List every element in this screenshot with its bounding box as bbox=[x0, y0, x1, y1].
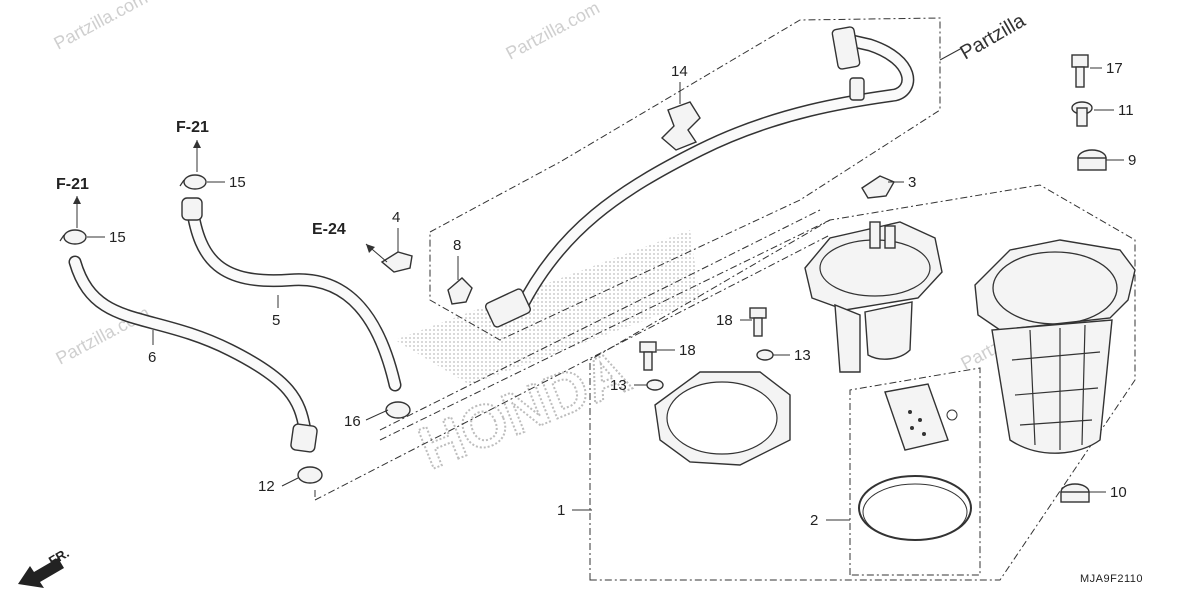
watermark-brand: Partzilla bbox=[957, 9, 1030, 64]
clamp-15-lower bbox=[59, 229, 87, 245]
clip-8 bbox=[447, 277, 473, 305]
watermark-text: Partzilla.com bbox=[50, 0, 150, 54]
hose-6 bbox=[68, 255, 318, 453]
diagram-code: MJA9F2110 bbox=[1080, 573, 1143, 585]
ref-e24[interactable]: E-24 bbox=[312, 221, 346, 238]
callout-10: 10 bbox=[1110, 484, 1127, 501]
callout-17: 17 bbox=[1106, 60, 1123, 77]
callout-13b: 13 bbox=[794, 347, 811, 364]
washer-13a bbox=[646, 379, 664, 391]
clip-4 bbox=[380, 251, 413, 273]
callout-8: 8 bbox=[453, 237, 461, 254]
bolt-18a bbox=[639, 341, 657, 371]
seal-ring-2 bbox=[858, 475, 972, 541]
callout-14: 14 bbox=[671, 63, 688, 80]
fuel-pump bbox=[804, 221, 943, 373]
ref-arrows bbox=[73, 140, 375, 253]
callout-12: 12 bbox=[258, 478, 275, 495]
callout-1: 1 bbox=[557, 502, 565, 519]
callout-11: 11 bbox=[1118, 102, 1134, 119]
callout-labels: 1 2 3 4 5 6 8 9 10 11 12 13 13 14 15 15 … bbox=[109, 60, 1136, 529]
callout-5: 5 bbox=[272, 312, 280, 329]
callout-15a: 15 bbox=[229, 174, 246, 191]
clip-14 bbox=[660, 101, 701, 151]
grommet-10 bbox=[1060, 483, 1090, 503]
grommet-9 bbox=[1077, 149, 1107, 171]
ref-f21-upper[interactable]: F-21 bbox=[176, 119, 209, 136]
breather-hose bbox=[484, 26, 915, 328]
pump-mount-plate bbox=[654, 371, 791, 466]
callout-15b: 15 bbox=[109, 229, 126, 246]
callout-13a: 13 bbox=[610, 377, 627, 394]
callout-3: 3 bbox=[908, 174, 916, 191]
washer-13b bbox=[756, 349, 774, 361]
callout-6: 6 bbox=[148, 349, 156, 366]
callout-18b: 18 bbox=[716, 312, 733, 329]
washer-11 bbox=[1071, 101, 1093, 127]
clamp-16 bbox=[385, 401, 411, 419]
callout-9: 9 bbox=[1128, 152, 1136, 169]
watermark-text: Partzilla.com bbox=[502, 0, 602, 64]
callout-16: 16 bbox=[344, 413, 361, 430]
ref-f21-lower[interactable]: F-21 bbox=[56, 176, 89, 193]
fuel-filter-housing bbox=[974, 239, 1136, 454]
group-outlines bbox=[314, 17, 1136, 581]
callout-4: 4 bbox=[392, 209, 400, 226]
filter-pad bbox=[884, 383, 958, 451]
hose-5 bbox=[181, 197, 402, 392]
clip-3 bbox=[861, 175, 895, 199]
callout-18a: 18 bbox=[679, 342, 696, 359]
clamp-15-upper bbox=[179, 174, 207, 190]
bolt-18b bbox=[749, 307, 767, 337]
clamp-12 bbox=[297, 466, 323, 484]
bolt-17 bbox=[1071, 54, 1089, 88]
front-direction-indicator: FR. bbox=[18, 545, 72, 588]
callout-2: 2 bbox=[810, 512, 818, 529]
